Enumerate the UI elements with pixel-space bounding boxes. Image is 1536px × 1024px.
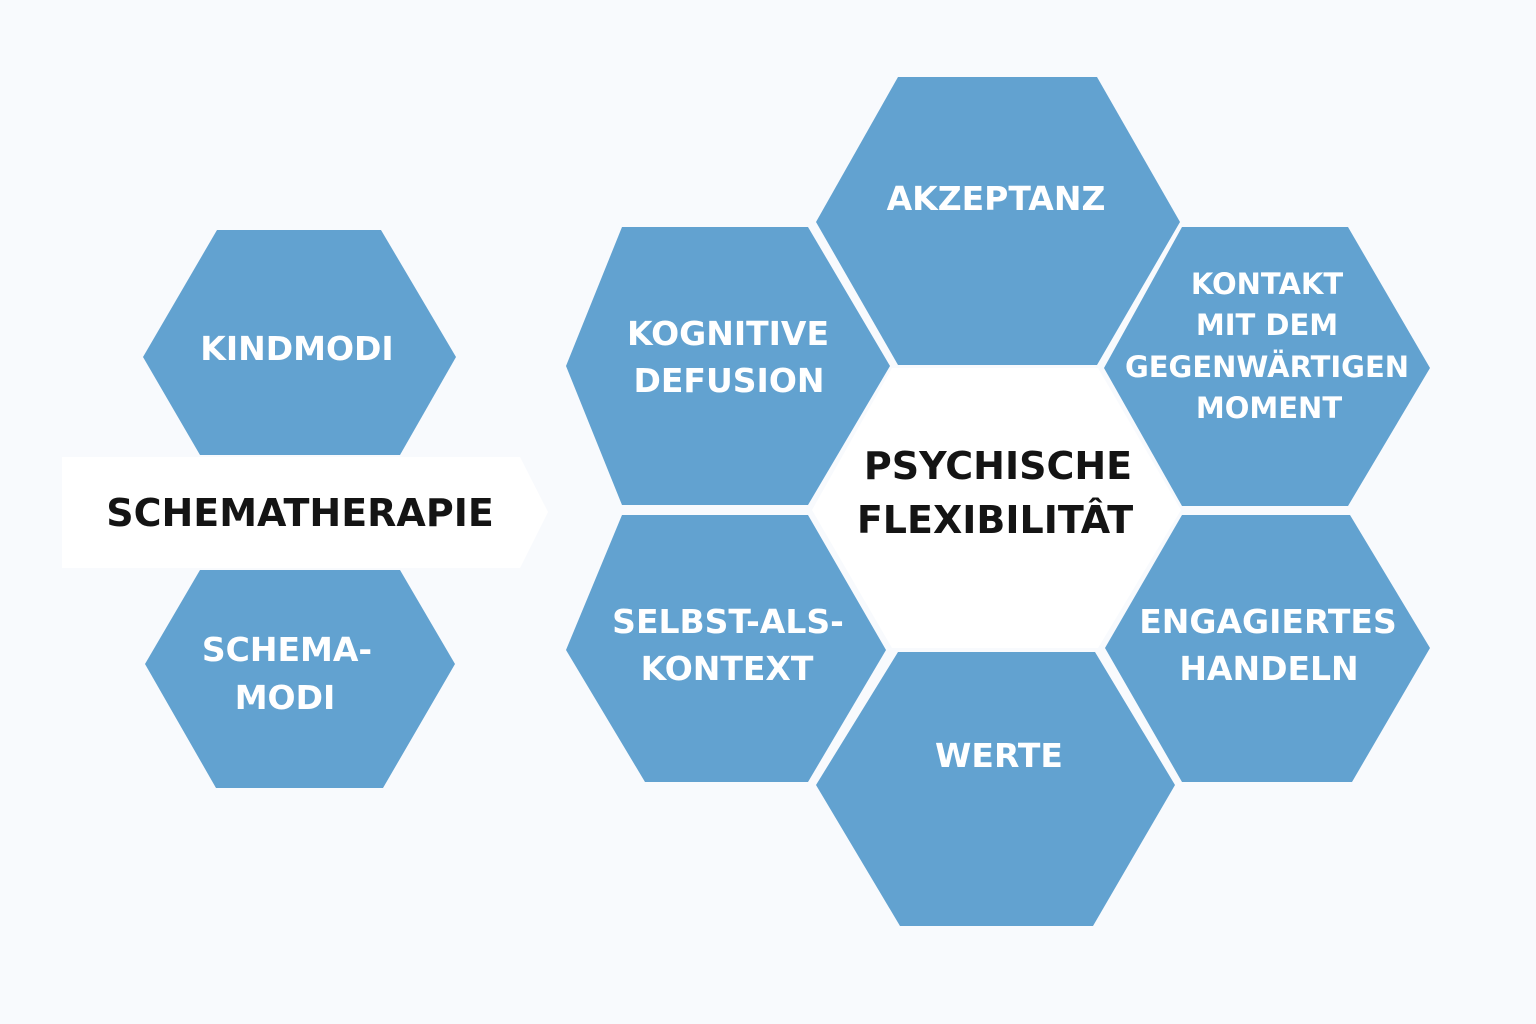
hex-werte [816, 652, 1175, 926]
hex-kindmodi [143, 230, 456, 455]
label-schemamodi-1: SCHEMA- [202, 630, 372, 669]
label-kontakt-2: MIT DEM [1196, 308, 1338, 342]
label-defusion-1: KOGNITIVE [627, 314, 829, 353]
hex-kontakt [1104, 227, 1430, 506]
label-kontakt-1: KONTAKT [1191, 267, 1344, 301]
label-kontakt-3: GEGENWÄRTIGEN [1125, 350, 1409, 384]
label-akzeptanz: AKZEPTANZ [887, 179, 1106, 218]
label-handeln-2: HANDELN [1179, 649, 1358, 688]
label-schematherapie: SCHEMATHERAPIE [106, 491, 494, 535]
label-selbst-1: SELBST-ALS- [612, 602, 844, 641]
label-kindmodi: KINDMODI [200, 329, 393, 368]
label-defusion-2: DEFUSION [634, 361, 825, 400]
label-schemamodi-2: MODI [235, 678, 336, 717]
hex-selbst-als-kontext [566, 515, 886, 782]
label-center-2: FLEXIBILITÂT [857, 498, 1133, 542]
hex-akzeptanz [816, 77, 1180, 365]
label-center-1: PSYCHISCHE [864, 444, 1132, 488]
schematherapie-arrow [62, 457, 548, 568]
label-kontakt-4: MOMENT [1196, 391, 1342, 425]
label-werte: WERTE [935, 736, 1063, 775]
hex-engagiertes-handeln [1105, 515, 1430, 782]
hex-psychische-flexibilitaet [812, 368, 1181, 648]
label-selbst-2: KONTEXT [641, 649, 814, 688]
hex-kognitive-defusion [566, 227, 890, 505]
label-handeln-1: ENGAGIERTES [1139, 602, 1396, 641]
hex-schemamodi [145, 570, 455, 788]
